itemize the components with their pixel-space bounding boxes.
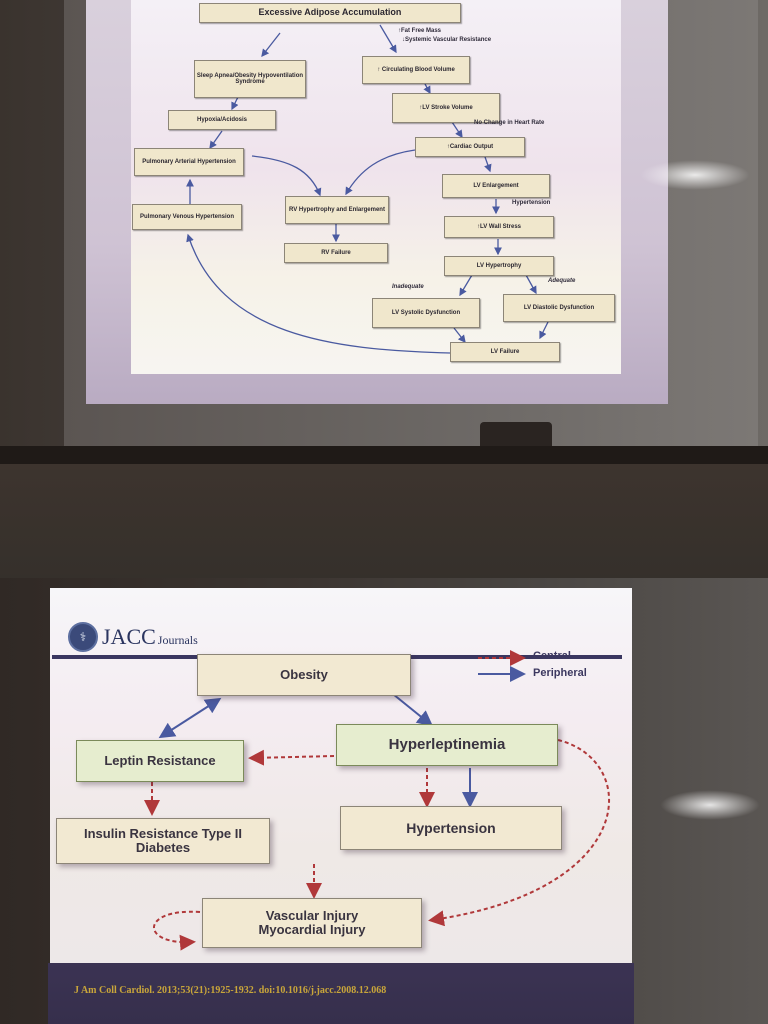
box-rv-failure: RV Failure (284, 243, 388, 263)
box-vascular-myocardial: Vascular Injury Myocardial Injury (202, 898, 422, 948)
box-insulin-resistance: Insulin Resistance Type II Diabetes (56, 818, 270, 864)
box-hyperleptinemia: Hyperleptinemia (336, 724, 558, 766)
legend-peripheral: Peripheral (533, 667, 587, 679)
box-hypertension: Hypertension (340, 806, 562, 850)
box-lv-hypertrophy: LV Hypertrophy (444, 256, 554, 276)
label-svr: ↓Systemic Vascular Resistance (402, 37, 492, 43)
label-fat-free-mass: ↑Fat Free Mass (398, 28, 442, 34)
box-circulating-volume: ↑ Circulating Blood Volume (362, 56, 470, 84)
box-lv-systolic: LV Systolic Dysfunction (372, 298, 480, 328)
box-leptin-resistance: Leptin Resistance (76, 740, 244, 782)
legend-central: Central (533, 650, 571, 662)
label-inadequate: Inadequate (392, 284, 424, 290)
light-glare (640, 160, 750, 190)
box-pulmonary-arterial: Pulmonary Arterial Hypertension (134, 148, 244, 176)
box-lv-enlargement: LV Enlargement (442, 174, 550, 198)
box-rv-hypertrophy: RV Hypertrophy and Enlargement (285, 196, 389, 224)
logo-sub-text: Journals (157, 633, 198, 647)
logo-main-text: JACC (102, 624, 156, 649)
box-hypoxia: Hypoxia/Acidosis (168, 110, 276, 130)
box-pulmonary-venous: Pulmonary Venous Hypertension (132, 204, 242, 230)
light-glare-bottom (660, 790, 760, 820)
citation: J Am Coll Cardiol. 2013;53(21):1925-1932… (74, 985, 387, 996)
box-lv-wall-stress: ↑LV Wall Stress (444, 216, 554, 238)
label-heart-rate: No Change in Heart Rate (474, 120, 545, 126)
bottom-slide-footer (48, 963, 634, 1024)
wall-between-screens (0, 464, 768, 580)
box-cardiac-output: ↑Cardiac Output (415, 137, 525, 157)
box-excessive-adipose: Excessive Adipose Accumulation (199, 3, 461, 23)
box-lv-failure: LV Failure (450, 342, 560, 362)
label-hypertension-top: Hypertension (512, 200, 551, 206)
label-adequate: Adequate (548, 278, 576, 284)
box-obesity: Obesity (197, 654, 411, 696)
screen-rail (0, 446, 768, 464)
jacc-seal-icon: ⚕ (68, 622, 98, 652)
box-lv-stroke-volume: ↑LV Stroke Volume (392, 93, 500, 123)
box-lv-diastolic: LV Diastolic Dysfunction (503, 294, 615, 322)
box-sleep-apnea: Sleep Apnea/Obesity Hypoventilation Synd… (194, 60, 306, 98)
top-diagram-arrows (186, 24, 549, 354)
